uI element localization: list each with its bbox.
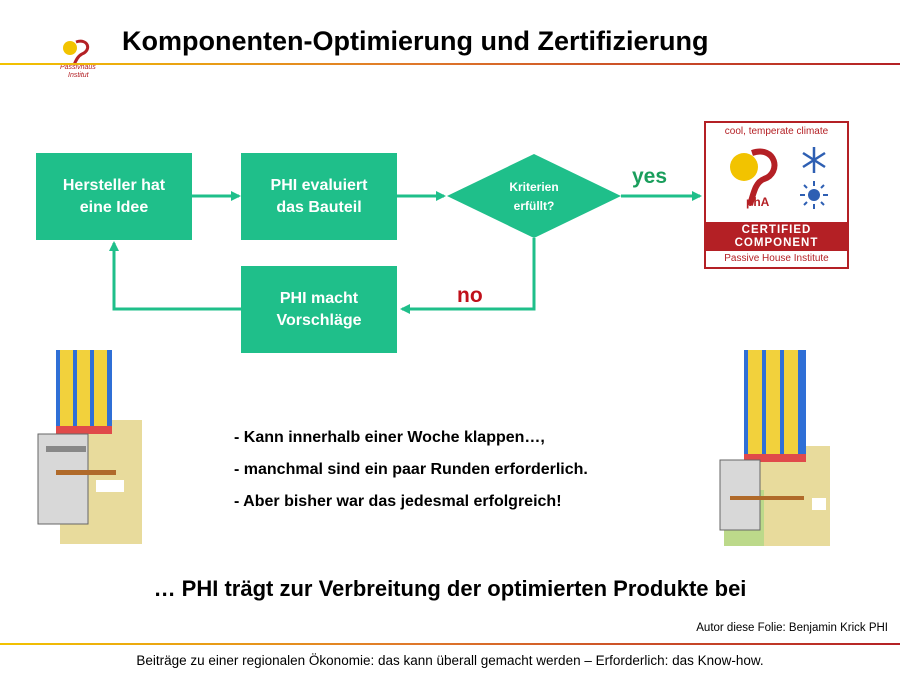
sun-icon — [800, 181, 828, 209]
footer-text: Beiträge zu einer regionalen Ökonomie: d… — [136, 653, 764, 668]
passivhaus-logo-icon: Passivhaus Institut — [46, 38, 116, 84]
box-suggest-line2: Vorschläge — [276, 311, 362, 329]
page-title: Komponenten-Optimierung und Zertifizieru… — [122, 26, 709, 56]
no-label: no — [457, 284, 483, 307]
logo-text-line1: Passivhaus — [60, 64, 96, 71]
arrow-suggest-to-idea — [109, 241, 241, 311]
bullet-item: - Aber bisher war das jedesmal erfolgrei… — [234, 493, 562, 510]
decision-label: Kriterien erfüllt? — [477, 178, 591, 216]
author-credit: Autor diese Folie: Benjamin Krick PHI — [696, 622, 888, 634]
bullet-list: - Kann innerhalb einer Woche klappen…, -… — [234, 422, 588, 518]
box-phi-vorschlaege: PHI macht Vorschläge — [241, 266, 397, 353]
header-divider — [0, 63, 900, 65]
headline: … PHI trägt zur Verbreitung der optimier… — [153, 576, 747, 601]
cert-band-line2: COMPONENT — [734, 237, 819, 249]
certified-component-badge: cool, temperate climate phA CERTIFIED CO… — [704, 121, 849, 269]
decision-line2: erfüllt? — [513, 199, 555, 213]
window-frame-left — [37, 350, 142, 544]
decision-line1: Kriterien — [509, 180, 559, 194]
box-idea-line2: eine Idee — [79, 198, 149, 216]
window-frame-right — [719, 350, 830, 546]
cert-climate: cool, temperate climate — [724, 126, 829, 137]
box-idea-line1: Hersteller hat — [62, 176, 166, 194]
logo-text-line2: Institut — [68, 72, 89, 79]
cert-issuer: Passive House Institute — [724, 253, 829, 264]
decision-diamond — [447, 154, 621, 238]
cert-band-line1: CERTIFIED — [741, 224, 812, 236]
cert-logo-mark: phA — [746, 195, 770, 209]
box-hersteller-idee: Hersteller hat eine Idee — [36, 153, 192, 240]
snowflake-icon — [802, 147, 826, 173]
box-evaluate-line1: PHI evaluiert — [270, 176, 368, 194]
box-suggest-line1: PHI macht — [279, 289, 359, 307]
yes-label: yes — [632, 165, 668, 188]
bullet-item: - manchmal sind ein paar Runden erforder… — [234, 461, 588, 478]
cert-band: CERTIFIED COMPONENT — [706, 222, 847, 251]
arrow-decision-to-suggest — [400, 238, 536, 314]
passivhaus-logo-icon — [730, 147, 828, 209]
flow-connectors — [109, 154, 702, 314]
box-phi-evaluiert: PHI evaluiert das Bauteil — [241, 153, 397, 240]
bullet-item: - Kann innerhalb einer Woche klappen…, — [234, 429, 545, 446]
footer-divider — [0, 643, 900, 645]
box-evaluate-line2: das Bauteil — [276, 198, 362, 216]
